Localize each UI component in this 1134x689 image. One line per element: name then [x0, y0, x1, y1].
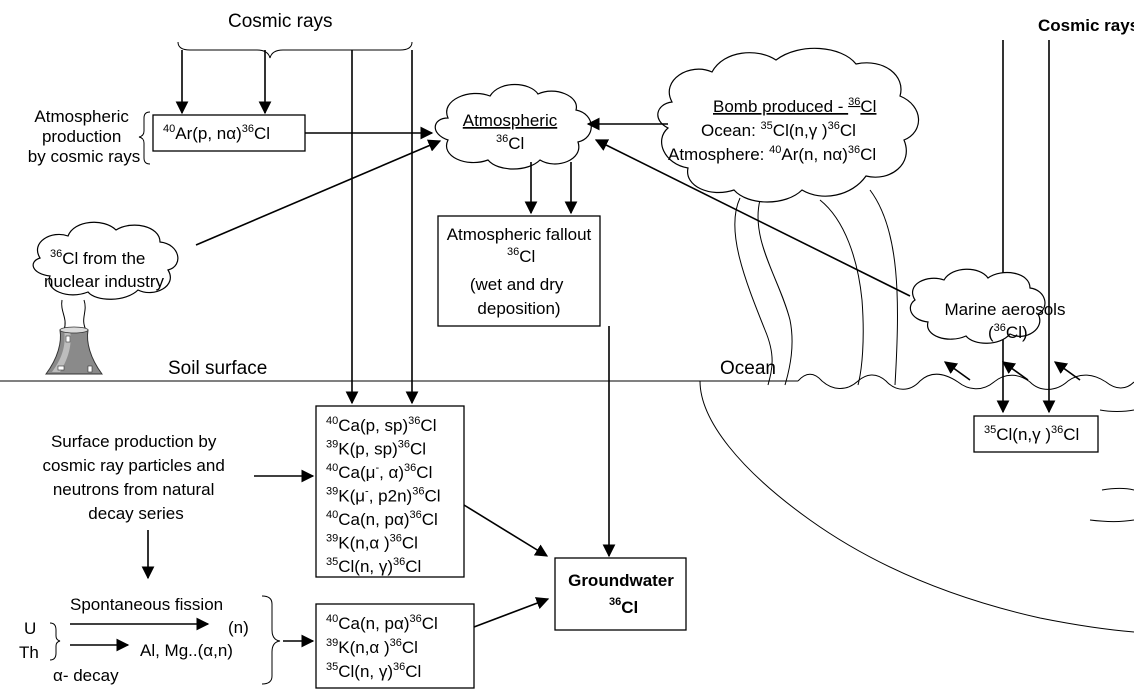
ocean-shore-2 — [1101, 488, 1134, 491]
mushroom-stem-far-left — [734, 197, 773, 386]
neutron-label: (n) — [228, 618, 249, 637]
reaction-line: 35Cl(n, γ)36Cl — [326, 661, 421, 681]
soil-surface-label: Soil surface — [168, 358, 267, 379]
cosmic-rays-left-label: Cosmic rays — [228, 11, 333, 32]
reaction-line: 40Ca(p, sp)36Cl — [326, 415, 436, 435]
cosmic-rays-brace — [177, 41, 413, 59]
atmospheric-cloud-cl: 36Cl — [496, 133, 524, 153]
surface-reactions-box — [315, 405, 465, 578]
ocean-reaction-box — [973, 415, 1099, 453]
nuclear-cloud-line1: 36Cl from the — [50, 248, 145, 268]
bomb-cloud-title: Bomb produced - 36Cl — [713, 96, 876, 116]
reaction-line: 39K(n,α )36Cl — [326, 533, 418, 553]
marine-aerosols-title: Marine aerosols — [945, 300, 1066, 319]
mushroom-stem-right — [869, 189, 898, 386]
fallout-box — [437, 215, 601, 327]
deep-reactions-list: 40Ca(n, pα)36Cl 39K(n,α )36Cl 35Cl(n, γ)36… — [326, 613, 438, 681]
ocean-basin-curve — [699, 380, 1134, 633]
fallout-cl: 36Cl — [507, 246, 535, 266]
bomb-cloud-ocean: Ocean: 35Cl(n,γ )36Cl — [701, 120, 856, 140]
marine-aerosols-cloud — [909, 268, 1046, 344]
production-brace — [138, 111, 151, 165]
reaction-line: 40Ca(μ-, α)36Cl — [326, 462, 432, 482]
cosmic-rays-right-label: Cosmic rays — [1038, 16, 1134, 35]
thorium-label: Th — [19, 643, 39, 662]
ar-reaction-text: 40Ar(p, nα)36Cl — [163, 123, 270, 143]
reaction-line: 40Ca(n, pα)36Cl — [326, 509, 438, 529]
almg-label: Al, Mg..(α,n) — [140, 641, 233, 660]
nuclear-cloud — [32, 221, 179, 300]
groundwater-title: Groundwater — [568, 571, 674, 590]
bomb-cloud — [657, 47, 920, 203]
mushroom-stem-left — [757, 199, 793, 386]
reaction-line: 39K(p, sp)36Cl — [326, 439, 426, 459]
groundwater-box — [554, 557, 687, 631]
deep-reactions-box — [315, 603, 475, 689]
nuclear-to-atmospheric-arrow — [195, 139, 442, 246]
u-th-brace — [49, 622, 61, 661]
steam-plume-left — [61, 299, 66, 331]
alpha-decay-label: α- decay — [53, 666, 119, 685]
reaction-line: 39K(n,α )36Cl — [326, 637, 418, 657]
reaction-line: 39K(μ-, p2n)36Cl — [326, 486, 441, 506]
reaction-line: 40Ca(n, pα)36Cl — [326, 613, 438, 633]
marine-to-atmospheric-arrow — [594, 139, 911, 297]
fallout-text: Atmospheric fallout — [447, 225, 592, 244]
reaction-line: 35Cl(n, γ)36Cl — [326, 556, 421, 576]
deep-to-groundwater-arrow — [473, 597, 550, 628]
ar-reaction-box — [152, 114, 306, 152]
fallout-deposition: (wet and dry deposition) — [470, 275, 568, 318]
cooling-tower-icon — [45, 326, 103, 375]
steam-plume-right — [83, 299, 87, 331]
ocean-waves — [797, 373, 1134, 390]
ocean-label: Ocean — [720, 358, 776, 379]
atmospheric-production-label: Atmospheric production by cosmic rays — [28, 107, 140, 166]
atmospheric-cloud-title: Atmospheric — [463, 111, 558, 130]
bomb-cloud-atmosphere: Atmosphere: 40Ar(n, nα)36Cl — [668, 144, 876, 164]
surface-production-label: Surface production by cosmic ray particl… — [42, 432, 229, 523]
surface-to-groundwater-arrow — [463, 504, 549, 557]
ocean-shore-3 — [1089, 519, 1134, 522]
ocean-shore-1 — [1099, 409, 1134, 412]
surface-reactions-list: 40Ca(p, sp)36Cl 39K(p, sp)36Cl 40Ca(μ-, α)… — [326, 415, 441, 576]
ocean-spray-arrow-2 — [1001, 361, 1029, 381]
nuclear-cloud-line2: nuclear industry — [44, 272, 165, 291]
marine-aerosols-cl: (36Cl) — [988, 322, 1028, 342]
groundwater-cl: 36Cl — [609, 596, 638, 617]
ocean-reaction-text: 35Cl(n,γ )36Cl — [984, 424, 1079, 444]
uranium-label: U — [24, 619, 36, 638]
fission-brace — [261, 595, 281, 685]
atmospheric-cloud — [434, 83, 592, 170]
ocean-spray-arrow-1 — [943, 361, 971, 381]
mushroom-stem-right-inner — [819, 199, 864, 386]
spontaneous-fission-label: Spontaneous fission — [70, 595, 223, 614]
ocean-spray-arrow-3 — [1053, 361, 1081, 381]
